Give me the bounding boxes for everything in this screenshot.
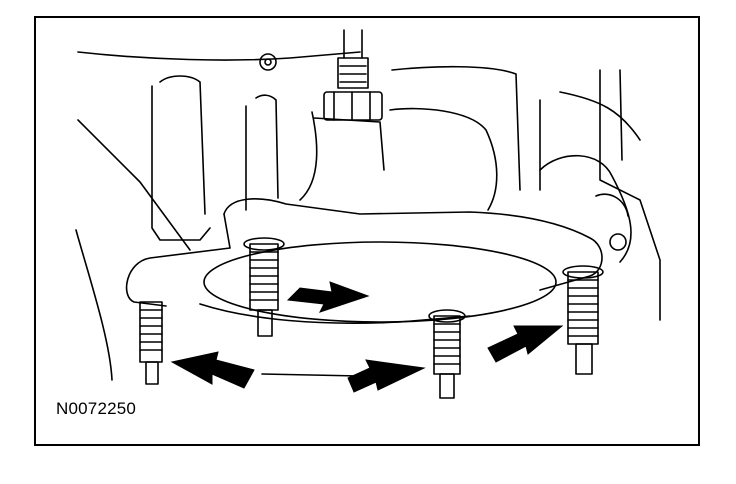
rail-line xyxy=(261,373,361,377)
direction-arrow-icon xyxy=(487,325,564,363)
stud-bolt-2 xyxy=(243,237,285,337)
center-housing xyxy=(299,65,541,211)
stud-bolt-4 xyxy=(562,265,604,375)
stud-bolt-1 xyxy=(139,301,163,385)
right-bracket xyxy=(259,53,632,263)
left-housing xyxy=(151,75,279,241)
direction-arrow-icon xyxy=(286,281,370,313)
figure-id-label: N0072250 xyxy=(56,399,137,418)
direction-arrow-icon xyxy=(170,351,255,389)
manifold-flange xyxy=(125,198,603,324)
direction-arrow-icon xyxy=(347,359,426,393)
stud-bolt-3 xyxy=(428,309,466,399)
direction-arrows xyxy=(170,281,564,393)
hose-fitting-icon xyxy=(323,29,383,121)
engine-block-outline xyxy=(75,51,661,381)
